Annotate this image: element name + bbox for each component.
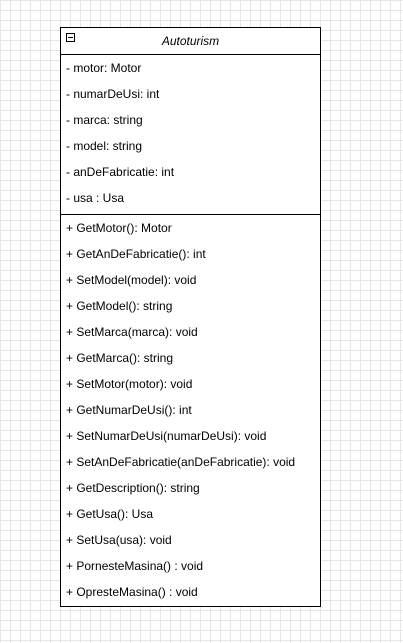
method-row[interactable]: + SetNumarDeUsi(numarDeUsi): void xyxy=(66,429,267,443)
attribute-row[interactable]: - numarDeUsi: int xyxy=(66,87,160,101)
method-row[interactable]: + GetMarca(): string xyxy=(66,351,174,365)
method-row[interactable]: + PornesteMasina() : void xyxy=(66,559,204,573)
method-row[interactable]: + OpresteMasina() : void xyxy=(66,585,198,599)
method-row[interactable]: + SetMotor(motor): void xyxy=(66,377,193,391)
method-row[interactable]: + GetUsa(): Usa xyxy=(66,507,154,521)
class-header[interactable]: Autoturism xyxy=(61,28,320,55)
method-row[interactable]: + SetMarca(marca): void xyxy=(66,325,198,339)
method-row[interactable]: + GetDescription(): string xyxy=(66,481,200,495)
method-row[interactable]: + SetUsa(usa): void xyxy=(66,533,172,547)
method-row[interactable]: + GetAnDeFabricatie(): int xyxy=(66,247,206,261)
method-row[interactable]: + SetModel(model): void xyxy=(66,273,197,287)
attribute-row[interactable]: - marca: string xyxy=(66,113,143,127)
method-row[interactable]: + GetMotor(): Motor xyxy=(66,221,172,235)
collapse-icon[interactable] xyxy=(66,33,75,42)
attribute-row[interactable]: - usa : Usa xyxy=(66,191,125,205)
attribute-row[interactable]: - model: string xyxy=(66,139,143,153)
method-row[interactable]: + SetAnDeFabricatie(anDeFabricatie): voi… xyxy=(66,455,296,469)
methods-section: + GetMotor(): Motor + GetAnDeFabricatie(… xyxy=(61,215,320,605)
class-name: Autoturism xyxy=(161,34,220,48)
attribute-row[interactable]: - motor: Motor xyxy=(66,61,142,75)
attribute-row[interactable]: - anDeFabricatie: int xyxy=(66,165,175,179)
method-row[interactable]: + GetModel(): string xyxy=(66,299,173,313)
attributes-section: - motor: Motor - numarDeUsi: int - marca… xyxy=(61,55,320,215)
method-row[interactable]: + GetNumarDeUsi(): int xyxy=(66,403,192,417)
uml-class-autoturism[interactable]: Autoturism - motor: Motor - numarDeUsi: … xyxy=(60,27,321,607)
